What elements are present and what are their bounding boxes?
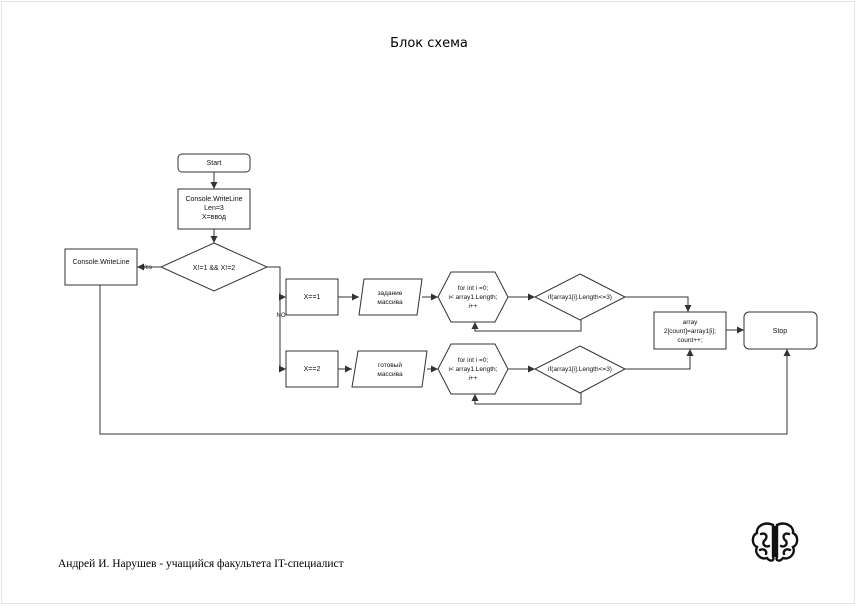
input1-label-2: массива bbox=[377, 299, 403, 306]
condition-decision bbox=[159, 242, 269, 292]
loop1-label-1: for int i =0; bbox=[458, 285, 489, 292]
assign-label-3: count++; bbox=[677, 337, 702, 344]
if1-decision bbox=[533, 273, 627, 321]
init-label-1: Console.WriteLine bbox=[185, 196, 242, 203]
page-title: Блок схема bbox=[390, 36, 468, 51]
start-terminator bbox=[177, 153, 251, 173]
assign-label-2: 2[count]=array1[i]; bbox=[664, 328, 716, 335]
loop1-hexagon bbox=[437, 271, 509, 323]
flowchart-shapes bbox=[64, 153, 818, 395]
start-label: Start bbox=[207, 160, 222, 167]
loop2-hexagon bbox=[437, 343, 509, 395]
x1-process bbox=[285, 278, 339, 316]
x1-label: X==1 bbox=[304, 294, 321, 301]
input1-label-1: задание bbox=[378, 290, 403, 297]
assign-process bbox=[653, 311, 727, 350]
loop1-label-2: i< array1.Length; bbox=[449, 294, 498, 301]
input2-parallelogram bbox=[351, 350, 428, 388]
if1-label: if(array1[i].Length<=3) bbox=[548, 294, 612, 301]
input1-parallelogram bbox=[358, 278, 423, 316]
no-edge-label: NO bbox=[277, 313, 286, 319]
error-output-process bbox=[64, 248, 138, 286]
if2-decision bbox=[533, 345, 627, 394]
edge-condition-x1 bbox=[267, 266, 286, 301]
loop2-label-2: i< array1.Length; bbox=[449, 366, 498, 373]
init-label-2: Len=3 bbox=[204, 205, 224, 212]
edge-if2-back bbox=[471, 393, 582, 405]
brain-icon bbox=[751, 522, 799, 562]
if2-label: if(array1[i].Length<=3) bbox=[548, 366, 612, 373]
connectors bbox=[99, 172, 791, 435]
stop-terminator bbox=[743, 311, 818, 350]
init-label-3: X=ввод bbox=[202, 214, 226, 221]
loop2-label-3: i++ bbox=[468, 375, 477, 382]
loop2-label-1: for int i =0; bbox=[458, 357, 489, 364]
x2-process bbox=[285, 350, 339, 388]
assign-label-1: array bbox=[683, 319, 699, 326]
edge-if2-assign bbox=[625, 349, 694, 370]
yes-edge-label: Yes bbox=[142, 265, 152, 271]
input2-label-2: массива bbox=[377, 371, 403, 378]
edge-if1-back bbox=[471, 320, 582, 332]
condition-label: X!=1 && X!=2 bbox=[193, 265, 236, 272]
edge-condition-x2 bbox=[279, 297, 286, 373]
init-process bbox=[177, 188, 251, 230]
loop1-label-3: i++ bbox=[468, 303, 477, 310]
error-output-label: Console.WriteLine bbox=[72, 259, 129, 266]
stop-label: Stop bbox=[773, 328, 788, 335]
edge-error-stop bbox=[99, 285, 791, 435]
edge-if1-assign bbox=[625, 296, 692, 312]
footer-author: Андрей И. Нарушев - учащийся факультета … bbox=[58, 558, 344, 570]
input2-label-1: готовый bbox=[378, 361, 402, 369]
flowchart-labels: Start Console.WriteLine Len=3 X=ввод X!=… bbox=[72, 160, 787, 382]
x2-label: X==2 bbox=[304, 366, 321, 373]
